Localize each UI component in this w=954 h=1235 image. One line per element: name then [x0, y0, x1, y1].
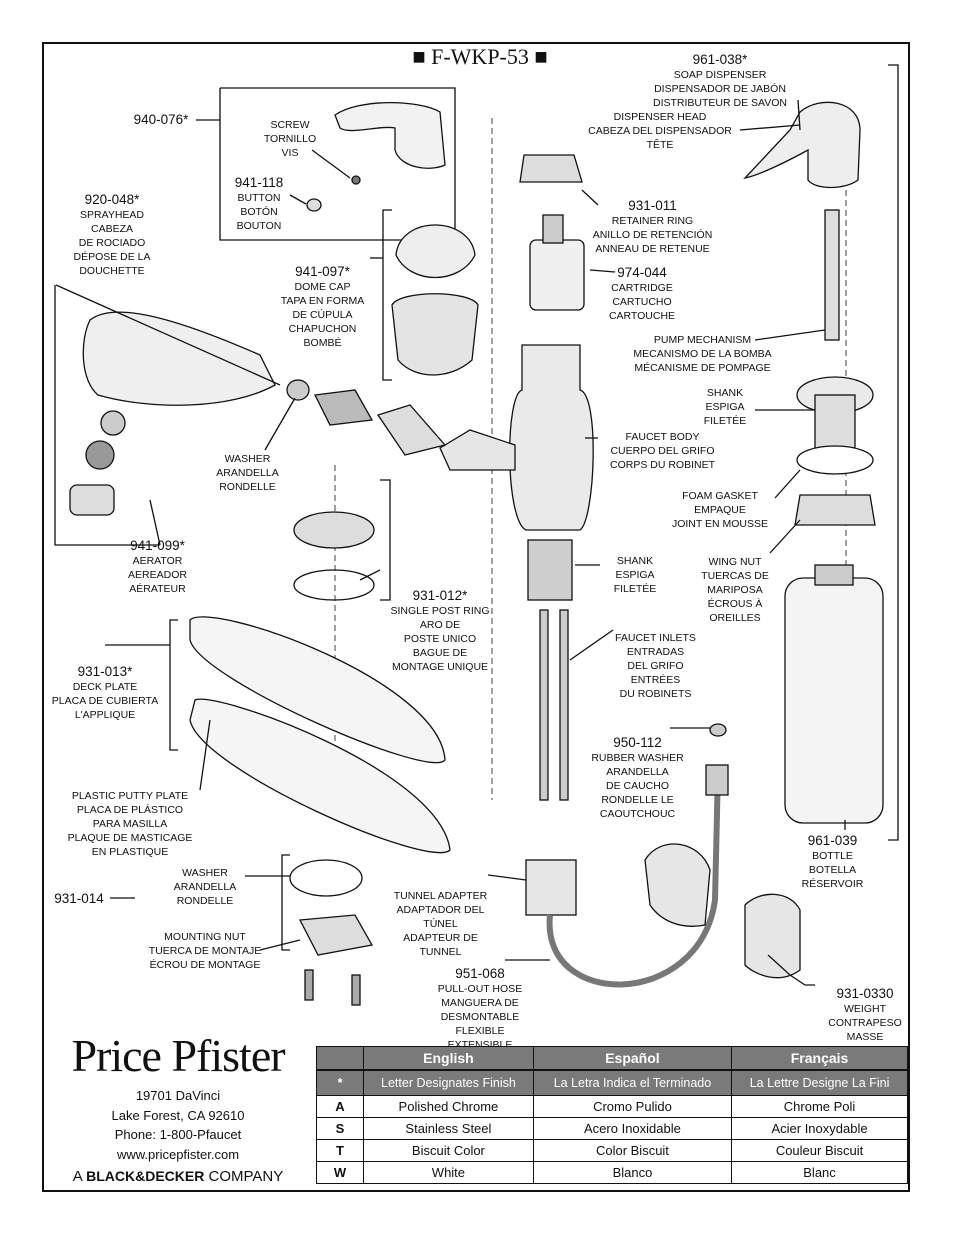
post-ring-part [293, 511, 375, 549]
company-line: A BLACK&DECKER COMPANY [72, 1168, 284, 1185]
sprayhead-part [82, 311, 276, 406]
table-row: A Polished Chrome Cromo Pulido Chrome Po… [316, 1095, 908, 1118]
star-francais: La Lettre Designe La Fini [731, 1069, 908, 1096]
retainer-ring-part [519, 154, 583, 183]
table-row: W White Blanco Blanc [316, 1161, 908, 1184]
bottle-part [784, 577, 884, 824]
handle-part [334, 102, 446, 169]
faucet-body-part [509, 344, 594, 531]
star-code: * [316, 1069, 364, 1096]
phone: Phone: 1-800-Pfaucet [114, 1127, 242, 1142]
label-931-014: 931-014 [54, 891, 104, 906]
dispenser-head-part [743, 101, 861, 189]
pump-part [824, 209, 840, 341]
table-row: S Stainless Steel Acero Inoxidable Acier… [316, 1117, 908, 1140]
putty-plate-part [189, 698, 451, 854]
table-row: T Biscuit Color Color Biscuit Couleur Bi… [316, 1139, 908, 1162]
foam-gasket-part [796, 445, 874, 475]
cartridge-part [529, 239, 585, 311]
star-english: Letter Designates Finish [363, 1069, 534, 1096]
website: www.pricepfister.com [116, 1146, 240, 1162]
deck-plate-part [189, 616, 446, 764]
label-940-076: 940-076* [133, 112, 189, 127]
price-pfister-logo: Price Pfister [71, 1030, 285, 1081]
dome-cap-part [395, 224, 476, 278]
model-title: ■ F-WKP-53 ■ [412, 44, 548, 69]
wing-nut-part [794, 494, 876, 526]
screw-part [351, 175, 361, 185]
tunnel-adapter-part [525, 859, 577, 916]
hose-part [546, 769, 721, 988]
washer-part [289, 859, 363, 897]
finish-header-row: English Español Français [316, 1046, 908, 1071]
button-part [306, 198, 322, 212]
finish-table: English Español Français * Letter Design… [316, 1046, 908, 1184]
header-francais: Français [731, 1046, 908, 1071]
finish-star-row: * Letter Designates Finish La Letra Indi… [316, 1069, 908, 1096]
mounting-nut-part [298, 914, 374, 956]
black-decker-logo: BLACK&DECKER [86, 1168, 205, 1184]
header-code [316, 1046, 364, 1071]
aerator-ring-part [100, 410, 126, 436]
brand-block: Price Pfister 19701 DaVinci Lake Forest,… [58, 1030, 298, 1185]
diagram-frame [42, 42, 910, 1192]
header-english: English [363, 1046, 534, 1071]
header-espanol: Español [532, 1046, 733, 1071]
address-line-1: 19701 DaVinci [135, 1088, 221, 1103]
rubber-washer-part [709, 723, 727, 737]
address-line-2: Lake Forest, CA 92610 [111, 1107, 245, 1123]
star-espanol: La Letra Indica el Terminado [532, 1069, 733, 1096]
weight-part [644, 843, 711, 927]
